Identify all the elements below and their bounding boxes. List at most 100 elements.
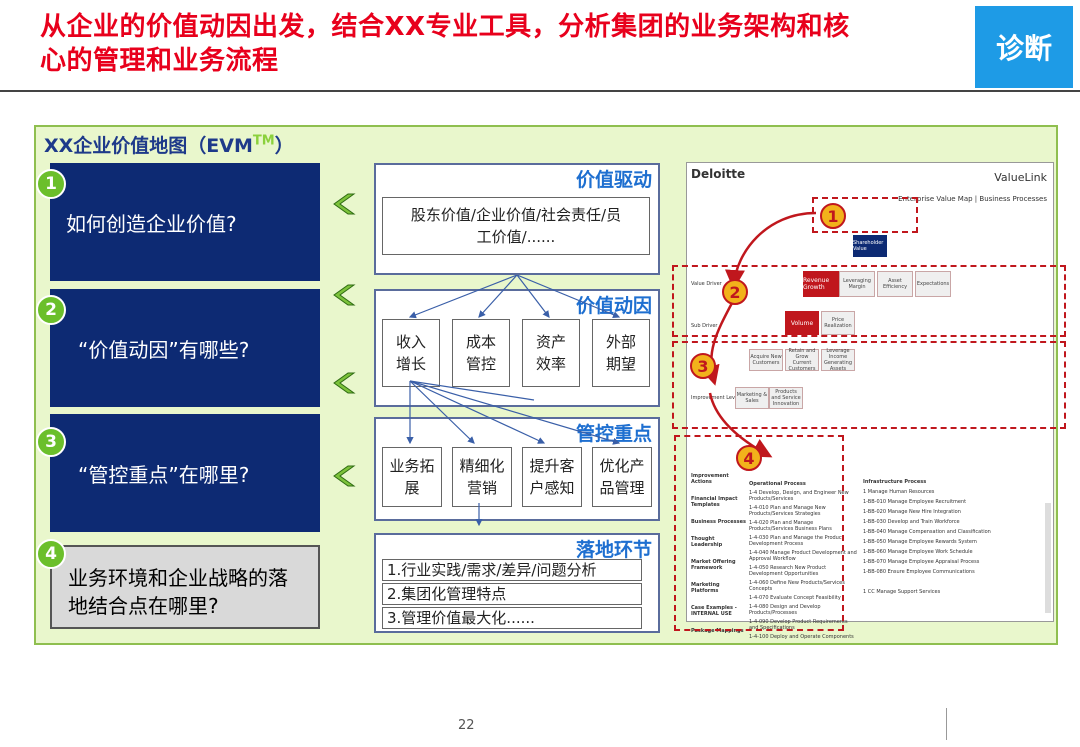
value-driver-panel: 价值驱动 股东价值/企业价值/社会责任/员 工价值/...... xyxy=(374,163,660,275)
infra-item[interactable]: 1 Manage Human Resources xyxy=(863,489,935,495)
factor-line2: 管控 xyxy=(465,355,496,373)
slide-title-line2: 心的管理和业务流程 xyxy=(40,46,279,76)
focus-line1: 精细化 xyxy=(459,457,505,475)
process-item[interactable]: 1-4-010 Plan and Manage New Products/Ser… xyxy=(749,505,826,517)
number-badge-1: 1 xyxy=(36,169,66,199)
focus-line1: 业务拓 xyxy=(389,457,435,475)
focus-box-product: 优化产 品管理 xyxy=(592,447,652,507)
control-focus-label: 管控重点 xyxy=(575,423,652,445)
step-marker-1: 1 xyxy=(820,203,846,229)
infra-item[interactable]: 1-BB-010 Manage Employee Recruitment xyxy=(863,499,967,505)
node-acquire: Acquire New Customers xyxy=(749,349,783,371)
step-marker-2: 2 xyxy=(722,279,748,305)
process-item[interactable]: 1-4 Develop, Design, and Engineer New Pr… xyxy=(749,490,849,502)
focus-line2: 营销 xyxy=(466,479,497,497)
node-shareholder: Shareholder Value xyxy=(853,235,887,257)
slide-title: 从企业的价值动因出发，结合XX专业工具，分析集团的业务架构和核 心的管理和业务流… xyxy=(40,10,940,78)
page-number: 22 xyxy=(458,718,475,733)
factor-line1: 成本 xyxy=(465,333,496,351)
focus-line2: 户感知 xyxy=(529,479,575,497)
infra-item[interactable]: 1-BB-070 Manage Employee Appraisal Proce… xyxy=(863,559,980,565)
infra-item[interactable]: 1-BB-040 Manage Compensation and Classif… xyxy=(863,529,991,535)
factor-box-revenue: 收入 增长 xyxy=(382,319,440,387)
focus-box-marketing: 精细化 营销 xyxy=(452,447,512,507)
process-item[interactable]: 1-4-090 Develop Product Requirements and… xyxy=(749,619,848,631)
process-item[interactable]: 1-4-060 Define New Products/Services Con… xyxy=(749,580,845,592)
process-item[interactable]: 1-4-040 Manage Product Development and A… xyxy=(749,550,857,562)
infra-item[interactable]: 1-BB-050 Manage Employee Rewards System xyxy=(863,539,977,545)
step-marker-4: 4 xyxy=(736,445,762,471)
process-item[interactable]: 1-4-100 Deploy and Operate Components xyxy=(749,634,854,640)
value-driver-line2: 工价值/...... xyxy=(476,228,556,246)
highlight-region-4 xyxy=(674,435,844,631)
node-products: Products and Service Innovation xyxy=(769,387,803,409)
row-label-value-driver: Value Driver xyxy=(691,281,722,287)
left-nav-item[interactable]: Business Processes xyxy=(691,519,746,525)
node-price: Price Realization xyxy=(821,311,855,335)
diagnosis-badge: 诊断 xyxy=(975,6,1073,88)
question-text-4-line2: 地结合点在哪里? xyxy=(68,594,219,618)
infrastructure-process-list: Infrastructure Process 1 Manage Human Re… xyxy=(863,479,1039,595)
process-item[interactable]: 1-4-070 Evaluate Concept Feasibility xyxy=(749,595,841,601)
infra-item[interactable]: 1-BB-060 Manage Employee Work Schedule xyxy=(863,549,973,555)
number-badge-4: 4 xyxy=(36,539,66,569)
focus-line2: 展 xyxy=(404,479,420,497)
process-item[interactable]: 1-4-030 Plan and Manage the Product Deve… xyxy=(749,535,844,547)
highlight-region-2 xyxy=(672,265,1066,337)
chevron-left-icon xyxy=(333,465,356,487)
infra-item[interactable]: 1-BB-080 Ensure Employee Communications xyxy=(863,569,975,575)
factor-box-external: 外部 期望 xyxy=(592,319,650,387)
slide-title-line1: 从企业的价值动因出发，结合XX专业工具，分析集团的业务架构和核 xyxy=(40,12,850,42)
question-text-4-line1: 业务环境和企业战略的落 xyxy=(68,566,288,590)
node-revenue: Revenue Growth xyxy=(803,271,839,297)
evm-canvas: XX企业价值地图（EVMTM） 如何创造企业价值? 1 “价值动因”有哪些? 2… xyxy=(34,125,1066,645)
question-box-4: 业务环境和企业战略的落 地结合点在哪里? xyxy=(50,545,320,629)
left-nav-item[interactable]: Market Offering Framework xyxy=(691,559,736,571)
node-leverage-income: Leverage Income Generating Assets xyxy=(821,348,855,372)
number-badge-3: 3 xyxy=(36,427,66,457)
screenshot-scrollbar[interactable] xyxy=(1045,503,1051,613)
focus-line1: 优化产 xyxy=(599,457,645,475)
focus-box-business: 业务拓 展 xyxy=(382,447,442,507)
infra-item[interactable]: 1-BB-020 Manage New Hire Integration xyxy=(863,509,961,515)
factor-line2: 增长 xyxy=(395,355,426,373)
infra-item[interactable]: 1-BB-030 Develop and Train Workforce xyxy=(863,519,960,525)
process-item[interactable]: 1-4-080 Design and Develop Products/Proc… xyxy=(749,604,821,616)
left-nav-item[interactable]: Package Mappings xyxy=(691,628,744,634)
factor-line1: 外部 xyxy=(605,333,636,351)
control-focus-panel: 管控重点 业务拓 展 精细化 营销 提升客 户感知 优化产 品管理 xyxy=(374,417,660,521)
left-nav-item[interactable]: Financial Impact Templates xyxy=(691,496,738,508)
focus-line1: 提升客 xyxy=(529,457,575,475)
landing-panel: 落地环节 1.行业实践/需求/差异/问题分析 2.集团化管理特点 3.管理价值最… xyxy=(374,533,660,633)
landing-row-2: 2.集团化管理特点 xyxy=(382,583,642,605)
flow-arrows xyxy=(700,211,817,458)
left-nav-item[interactable]: Marketing Platforms xyxy=(691,582,720,594)
value-driver-line1: 股东价值/企业价值/社会责任/员 xyxy=(410,206,622,224)
left-nav-item[interactable]: Improvement Actions xyxy=(691,473,729,485)
process-item[interactable]: 1-4-020 Plan and Manage Products/Service… xyxy=(749,520,832,532)
node-retain: Retain and Grow Current Customers xyxy=(785,348,819,372)
factor-line2: 期望 xyxy=(605,355,636,373)
value-driver-content: 股东价值/企业价值/社会责任/员 工价值/...... xyxy=(382,197,650,255)
factor-line2: 效率 xyxy=(535,355,566,373)
number-badge-2: 2 xyxy=(36,295,66,325)
step-marker-3: 3 xyxy=(690,353,716,379)
left-nav-list: Improvement Actions Financial Impact Tem… xyxy=(691,473,747,645)
node-leverage: Leveraging Margin xyxy=(839,271,875,297)
factor-line1: 收入 xyxy=(395,333,426,351)
left-nav-item[interactable]: Case Examples - INTERNAL USE xyxy=(691,605,737,617)
left-nav-item[interactable]: Thought Leadership xyxy=(691,536,723,548)
process-item[interactable]: 1-4-050 Research New Product Development… xyxy=(749,565,827,577)
operational-title: Operational Process xyxy=(749,481,806,487)
question-text-1: 如何创造企业价值? xyxy=(66,211,237,236)
value-driver-label: 价值驱动 xyxy=(575,169,652,191)
question-box-3: “管控重点”在哪里? xyxy=(50,414,320,532)
landing-label: 落地环节 xyxy=(575,539,652,561)
factor-box-asset: 资产 效率 xyxy=(522,319,580,387)
infra-item[interactable]: 1 CC Manage Support Services xyxy=(863,589,941,595)
value-factor-label: 价值动因 xyxy=(575,295,652,317)
node-expectations: Expectations xyxy=(915,271,951,297)
infrastructure-title: Infrastructure Process xyxy=(863,479,927,485)
brand-logo: Deloitte xyxy=(691,167,746,181)
focus-line2: 品管理 xyxy=(599,479,645,497)
